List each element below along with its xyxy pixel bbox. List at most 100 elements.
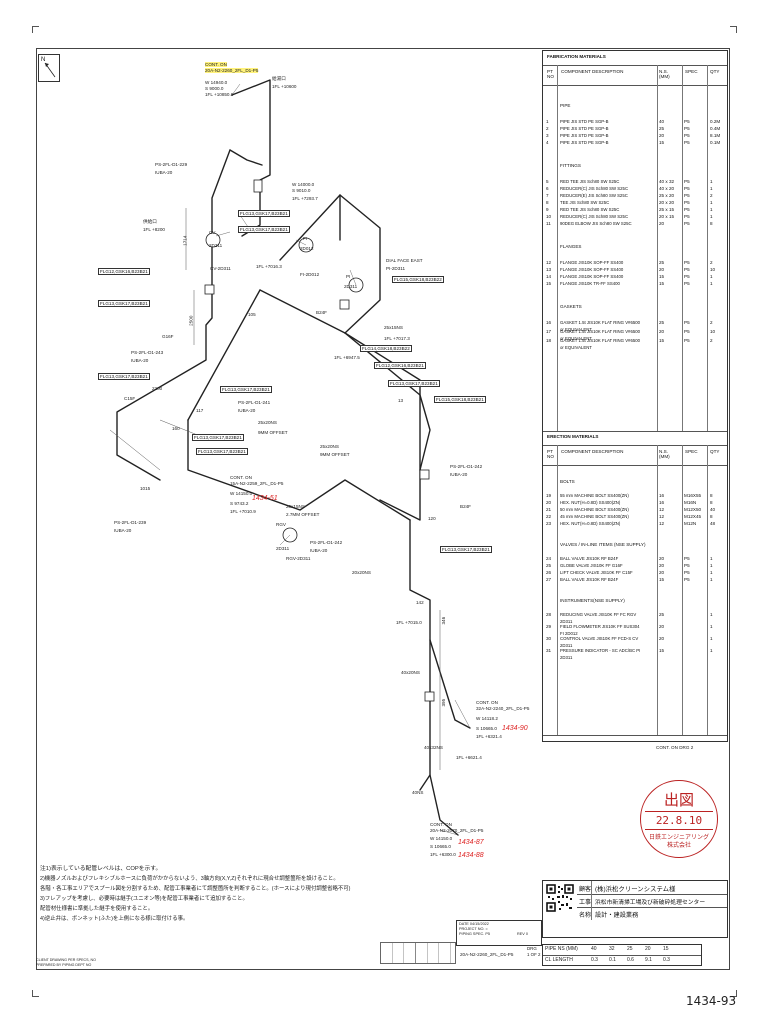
drawing-info-block: DATE 04/15/2022 PROJECT NO. = PIPING SPE… xyxy=(456,920,542,946)
pipe-run-upper-left xyxy=(116,149,231,481)
summary-ns-40: 40 xyxy=(591,946,597,952)
note-line-3: 各階・各工事エリアでスプール図を分割するため、配管工事業者にて調整箇所を判断する… xyxy=(40,886,351,892)
offset-3b: 2.7MM OFFSET xyxy=(286,512,320,517)
note-line-1: 注1)表示している配管レベルは、COPを示す。 xyxy=(40,866,162,872)
drg-label: DRG xyxy=(527,946,537,951)
red-sheet-ref-bot-2: 1434-88 xyxy=(458,852,484,859)
cont-mid-w: W 14150.0 xyxy=(230,491,253,496)
cont-bot-label: CONT. ON xyxy=(430,822,452,827)
cont-mid-id: 15A-N2-2259_2FL_D1-P5 xyxy=(230,481,284,486)
flange-tag-4: FLG13,GSK17,B23B21 xyxy=(98,300,150,308)
rgv-id: 2D311 xyxy=(276,546,290,551)
ns-40: 40NS xyxy=(412,790,424,795)
coord-fl: 1FL +7293.7 xyxy=(292,196,318,201)
tb-label-name: 名称 xyxy=(579,913,592,919)
pipe-run-roof-right xyxy=(259,289,346,334)
flange-tag-11: FLG13,GSK17,B23B21 xyxy=(192,434,244,442)
dim-117: 117 xyxy=(196,408,204,413)
summary-len-40: 0.3 xyxy=(591,957,598,963)
flange-tag-10: FLG13,GSK17,B23B21 xyxy=(220,386,272,394)
cont-on-top-label: CONT. ON xyxy=(205,62,227,68)
cont-bot-id: 20A-N2-2070_2FL_D1-P5 xyxy=(430,828,484,833)
tb-project: 浜松市新清掃工場及び新破砕処理センター xyxy=(595,900,706,906)
cont-mid-fl: 1FL +7010.9 xyxy=(230,509,256,514)
cv-id2: CV-2D311 xyxy=(210,266,231,271)
summary-ns-25: 25 xyxy=(627,946,633,952)
tb-label-project: 工事 xyxy=(579,900,592,906)
red-sheet-ref-low: 1434-90 xyxy=(502,725,528,732)
valve-symbol-1 xyxy=(253,179,263,193)
info-project: PROJECT NO. = xyxy=(459,927,488,931)
coord-w: W 14000.0 xyxy=(292,182,315,187)
cont-on-top-s: S 9000.0 xyxy=(205,86,224,91)
cont-bot-w: W 14150.0 xyxy=(430,836,453,841)
coord-s: S 9010.0 xyxy=(292,188,311,193)
flange-tag-8: FLG13,GSK17,B23B21 xyxy=(388,380,440,388)
kyusui2-fl: 1FL +8200 xyxy=(143,227,165,232)
dial-id: PI-2D311 xyxy=(386,266,406,271)
valve-symbol-3 xyxy=(204,284,215,295)
drg-value: 1 OF 2 xyxy=(527,952,541,957)
fl-6947: 1FL +6947.5 xyxy=(334,355,360,360)
summary-ns-20: 20 xyxy=(645,946,651,952)
kyusui-fl: 1FL +10600 xyxy=(272,84,297,89)
offset-2: 25x20NS xyxy=(320,444,339,449)
pipe-summary: PIPE NS (MM) CL LENGTH 40 32 25 20 15 0.… xyxy=(542,944,702,966)
cont-on-drg-2: CONT. ON DRG 2 xyxy=(656,745,694,750)
tb-label-customer: 顧客 xyxy=(579,887,592,893)
north-arrow-icon xyxy=(44,62,56,78)
pipe-run-upper-right xyxy=(279,194,381,334)
summary-len-32: 0.1 xyxy=(609,957,616,963)
valve-symbol-5 xyxy=(424,691,435,702)
cont-bot-fl: 1FL +6300.0 xyxy=(430,852,456,857)
pipe-run-roof-left xyxy=(187,289,261,421)
cv-label: CV xyxy=(209,230,216,235)
issue-stamp: 出図 22.8.10 日鉄エンジニアリング 株式会社 xyxy=(640,780,718,858)
offset-3: 20x15NS xyxy=(286,504,305,509)
fi-id: 2D012 xyxy=(300,246,314,251)
cont-on-top-id: 20A-N2-2260_2FL_D1-P5 xyxy=(205,68,259,74)
title-block: 顧客 (株)浜松クリーンシステム様 工事 浜松市新清掃工場及び新破砕処理センター… xyxy=(542,880,728,938)
ns-20x20: 20x20NS xyxy=(352,570,371,575)
dim-142: 142 xyxy=(416,600,424,605)
cv-symbol xyxy=(205,232,221,248)
ps-top-left: PS-2FL-D1-229 xyxy=(155,162,188,167)
info-date: DATE 04/15/2022 xyxy=(459,922,489,926)
ps-right: PS-2FL-D1-242 xyxy=(450,464,483,469)
cont-low-fl: 1FL +6321.4 xyxy=(476,734,502,739)
summary-ns-15: 15 xyxy=(663,946,669,952)
kyusui-label: 給湯口 xyxy=(272,76,286,81)
pi-id: 2D311 xyxy=(344,284,358,289)
flange-tag-2: FLG13,GSK17,B23B21 xyxy=(238,226,290,234)
stamp-company: 日鉄エンジニアリング xyxy=(648,834,709,841)
summary-row2-label: CL LENGTH xyxy=(545,957,573,963)
valve-c15f: C15F xyxy=(124,396,136,401)
offset-1: 25x20NS xyxy=(258,420,277,425)
pi-label: PI xyxy=(346,274,351,279)
cont-mid-s: S 9743.2 xyxy=(230,501,249,506)
note-line-5: 配管材仕様書に準拠した継手を使用すること。 xyxy=(40,906,154,912)
ns-40x32: 40x32NS xyxy=(424,745,443,750)
pipe-run-mid-diagonal xyxy=(344,332,431,471)
red-sheet-ref-bot-1: 1434-87 xyxy=(458,839,484,846)
north-label: N xyxy=(41,57,46,63)
materials-table: FABRICATION MATERIALS PT NO COMPONENT DE… xyxy=(542,50,728,742)
valve-b24f-2: B24F xyxy=(460,504,471,509)
flange-tag-9: FLG13,GSK17,B23B21 xyxy=(98,373,150,381)
pipe-run-long-vertical xyxy=(409,519,431,791)
flange-tag-7: FLG12,GSK16,B23B21 xyxy=(374,362,426,370)
corner-mark-bottom-right xyxy=(730,990,737,997)
ns-40x20: 40x20NS xyxy=(401,670,420,675)
dim-395: 395 xyxy=(441,698,447,707)
dim-2500: 2500 xyxy=(188,315,194,326)
info-rev: REV 0 xyxy=(517,932,528,936)
drawing-id: 20A-N2-2260_2FL_D1-P5 xyxy=(460,952,514,957)
corner-mark-top-right xyxy=(730,26,737,33)
dim-1015: 1015 xyxy=(140,486,151,491)
ps-top-left-b: IUBA-20 xyxy=(155,170,173,175)
sheet-frame xyxy=(36,48,730,970)
dial-label: DIAL FACE EAST xyxy=(386,258,423,263)
pipe-run-right-down xyxy=(344,332,421,521)
note-line-4: 3)フレアップを考慮し、必要時は継手(ユニオン等)を配管工事業者にて追加すること… xyxy=(40,896,248,902)
